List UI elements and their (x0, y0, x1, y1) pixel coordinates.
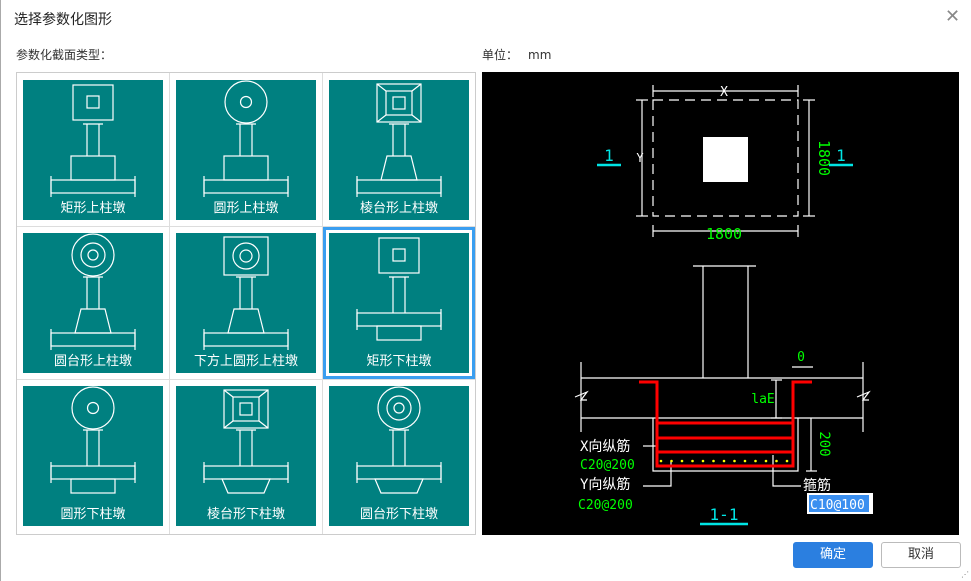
rebar-dot (775, 459, 778, 463)
shape-option[interactable]: 圆形下柱墩 (23, 386, 163, 526)
cushion-dim: 200 (816, 431, 832, 456)
plan-slab-outline (652, 99, 799, 217)
grid-divider (322, 73, 323, 534)
shape-thumbnail (356, 237, 442, 341)
rebar-dot (712, 459, 715, 463)
shape-option[interactable]: 棱台形上柱墩 (329, 80, 469, 220)
rebar-dot (764, 459, 768, 463)
shape-label: 圆形下柱墩 (60, 507, 126, 522)
shape-thumbnail (356, 386, 442, 494)
shape-cell: 圆台形下柱墩 (323, 379, 476, 532)
grid-divider (17, 226, 475, 227)
x-bar-label: X向纵筋 (580, 438, 630, 455)
shape-option[interactable]: 圆台形下柱墩 (329, 386, 469, 526)
x-bar-value: C20@200 (580, 458, 635, 473)
shape-thumbnail (203, 389, 289, 494)
anchor-label: laE (751, 392, 774, 407)
shape-label: 下方上圆形上柱墩 (193, 354, 298, 369)
rebar-dot (659, 459, 663, 463)
rebar-dots (659, 459, 789, 463)
shape-cell: 圆形下柱墩 (17, 379, 170, 532)
shape-cell: 下方上圆形上柱墩 (170, 226, 323, 379)
shape-thumbnail (50, 386, 136, 494)
shape-label: 棱台形上柱墩 (359, 201, 438, 216)
dim-x: 1800 (706, 225, 742, 243)
shape-option[interactable]: 下方上圆形上柱墩 (176, 233, 316, 373)
rebar (639, 380, 812, 468)
rebar-dot (733, 459, 736, 463)
rebar-dot (754, 459, 757, 463)
shape-cell: 棱台形上柱墩 (323, 73, 476, 226)
plan-y-label: Y (636, 151, 644, 165)
section-mark-right: 1 (836, 146, 846, 165)
shape-label: 矩形下柱墩 (366, 354, 432, 369)
rebar-dot (701, 459, 705, 463)
rebar-dot (722, 459, 726, 463)
shape-option[interactable]: 矩形下柱墩 (323, 227, 475, 379)
rebar-dot (785, 459, 789, 463)
rebar-dot (743, 459, 747, 463)
shape-thumbnail (356, 83, 442, 197)
shape-thumbnail (50, 233, 136, 350)
grid-divider (17, 379, 475, 380)
unit-label: 单位： mm (482, 46, 551, 63)
shape-label: 圆形上柱墩 (213, 201, 279, 216)
section-title: 1-1 (710, 505, 739, 524)
plan-column (703, 137, 748, 182)
section-mark-left: 1 (604, 146, 614, 165)
resize-grip[interactable]: ⋰ (961, 570, 969, 579)
shape-label: 棱台形下柱墩 (206, 507, 285, 522)
grid-divider (169, 73, 170, 534)
shape-label: 圆台形上柱墩 (53, 354, 132, 369)
unit-caption: 单位： (482, 48, 519, 62)
y-bar-label: Y向纵筋 (580, 476, 630, 493)
section-type-label: 参数化截面类型： (16, 48, 113, 62)
shape-cell: 矩形上柱墩 (17, 73, 170, 226)
rebar-dot (670, 459, 673, 463)
shape-cell: 圆台形上柱墩 (17, 226, 170, 379)
stirrup-label: 箍筋 (803, 477, 831, 494)
shape-cell: 矩形下柱墩 (323, 226, 476, 379)
shape-grid: 矩形上柱墩 圆形上柱墩 棱台形上柱墩圆台形上柱墩 下方上圆形上柱墩 矩形下柱墩圆形下柱墩… (16, 72, 476, 535)
cancel-button[interactable]: 取消 (881, 542, 961, 568)
close-icon[interactable]: ✕ (945, 6, 961, 27)
plan-x-label: X (720, 85, 728, 100)
preview-panel: X Y 1800 1800 1 1 0 laE 200 X向纵筋 C20@200… (482, 72, 959, 535)
shape-cell: 棱台形下柱墩 (170, 379, 323, 532)
shape-option[interactable]: 圆形上柱墩 (176, 80, 316, 220)
shape-label: 矩形上柱墩 (60, 201, 126, 216)
shape-option[interactable]: 圆台形上柱墩 (23, 233, 163, 373)
shape-label: 圆台形下柱墩 (359, 507, 438, 522)
ok-button[interactable]: 确定 (793, 542, 873, 568)
shape-option[interactable]: 矩形上柱墩 (23, 80, 163, 220)
unit-value: mm (528, 48, 552, 62)
y-bar-value: C20@200 (578, 498, 633, 513)
dialog-title: 选择参数化图形 (14, 12, 112, 28)
dim-y: 1800 (815, 140, 833, 176)
offset-dim: 0 (797, 350, 805, 365)
shape-cell: 圆形上柱墩 (170, 73, 323, 226)
rebar-dot (691, 459, 694, 463)
stirrup-value-input[interactable]: C10@100 (810, 498, 865, 513)
shape-thumbnail (203, 236, 289, 350)
shape-thumbnail (50, 84, 136, 197)
preview-drawing: X Y 1800 1800 1 1 0 laE 200 X向纵筋 C20@200… (574, 85, 873, 526)
rebar-dot (680, 459, 684, 463)
shape-option[interactable]: 棱台形下柱墩 (176, 386, 316, 526)
shape-thumbnail (203, 80, 289, 197)
